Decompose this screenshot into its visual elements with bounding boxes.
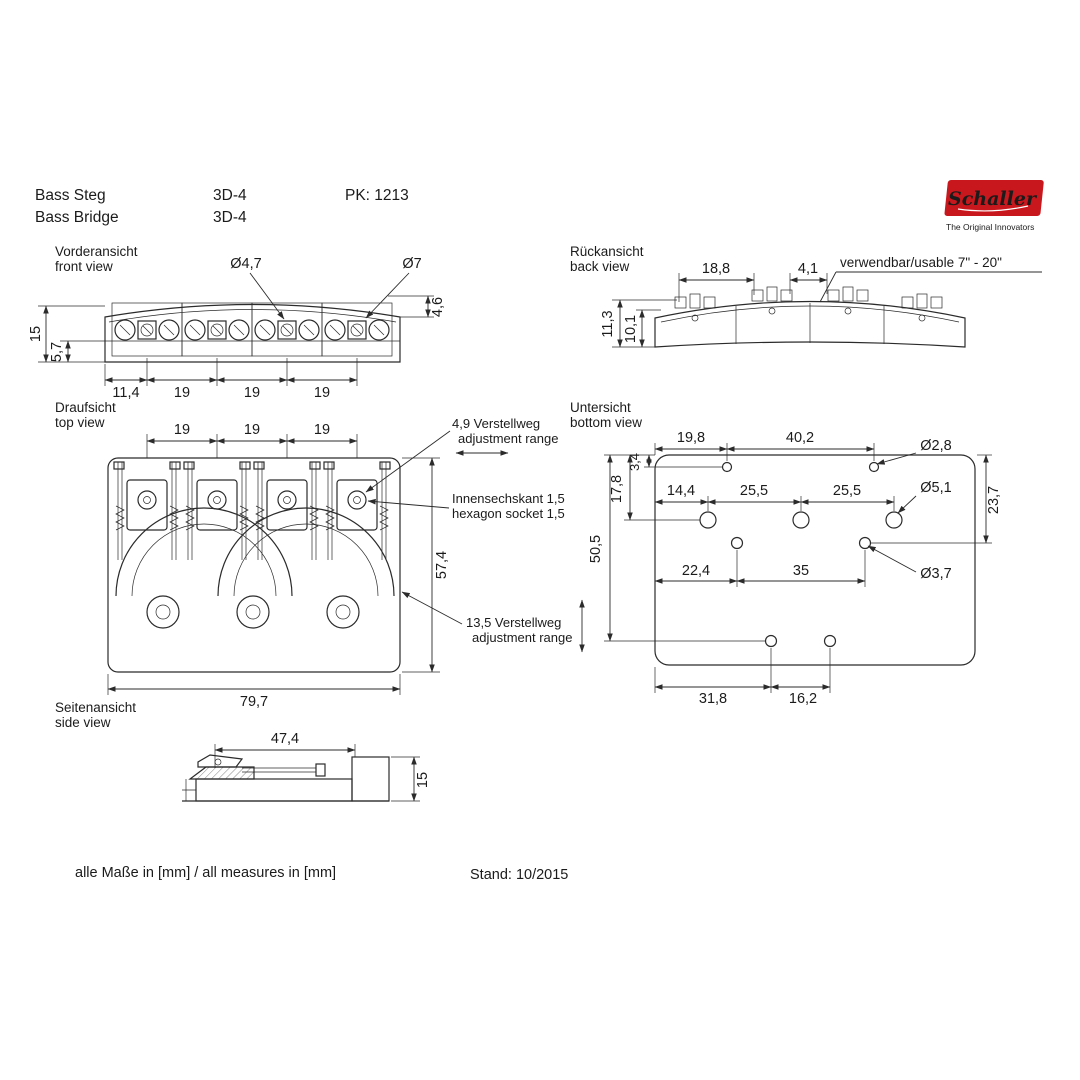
side-view: Seitenansicht side view 47,4 15 — [55, 700, 431, 802]
dim-35-label: 35 — [793, 563, 809, 579]
front-view-label-en: front view — [55, 259, 113, 274]
dim-474-label: 47,4 — [271, 731, 299, 747]
front-view: Vorderansicht front view Ø4,7 Ø7 15 5,7 — [28, 244, 446, 401]
schaller-logo: Schaller The Original Innovators — [944, 180, 1044, 232]
dim-237-label: 23,7 — [986, 486, 1002, 514]
product-name-de: Bass Steg — [35, 187, 106, 204]
dim-797-label: 79,7 — [240, 694, 268, 710]
dim-574-label: 57,4 — [434, 551, 450, 579]
dim-178-label: 17,8 — [609, 475, 625, 503]
bottom-view: Untersicht bottom view 19,8 40,2 Ø2,8 — [570, 400, 1002, 707]
dim-505-label: 50,5 — [588, 535, 604, 563]
front-view-label-de: Vorderansicht — [55, 244, 138, 259]
dim-162-label: 16,2 — [789, 691, 817, 707]
footer-block: alle Maße in [mm] / all measures in [mm]… — [75, 865, 568, 883]
pk-number: PK: 1213 — [345, 187, 409, 204]
bottom-view-dimensions: 19,8 40,2 Ø2,8 14,4 25,5 25,5 Ø5,1 22,4 … — [588, 430, 1002, 707]
dim-114-label: 11,4 — [112, 385, 139, 401]
dim-15-label: 15 — [28, 326, 44, 342]
dim-19-label: 19 — [174, 385, 190, 401]
hex-socket-label-en: hexagon socket 1,5 — [452, 506, 565, 521]
revision-date: Stand: 10/2015 — [470, 867, 568, 883]
back-view-label-en: back view — [570, 259, 630, 274]
dim-144-label: 14,4 — [667, 483, 695, 499]
back-view-drawing — [654, 286, 966, 348]
model-number-de: 3D-4 — [213, 187, 247, 204]
dim-34-label: 3,4 — [627, 453, 642, 471]
back-view-label-de: Rückansicht — [570, 244, 644, 259]
top-view-dimensions: 19 19 19 57,4 79,7 4,9 Verstellweg adjus… — [107, 416, 585, 710]
bottom-view-label-en: bottom view — [570, 415, 642, 430]
dim-198-label: 19,8 — [677, 430, 705, 446]
logo-background — [944, 180, 1044, 216]
bottom-view-drawing — [654, 454, 976, 666]
bottom-view-label-de: Untersicht — [570, 400, 631, 415]
dim-dia7-label: Ø7 — [402, 256, 421, 272]
back-view: Rückansicht back view 18,8 4,1 verwendba… — [570, 244, 1042, 348]
title-block: Bass Steg Bass Bridge 3D-4 3D-4 PK: 1213 — [35, 187, 409, 226]
adjustment-range-h-label-de: 4,9 Verstellweg — [452, 416, 540, 431]
dim-dia51-label: Ø5,1 — [920, 480, 951, 496]
dim-19-label: 19 — [314, 422, 330, 438]
units-note: alle Maße in [mm] / all measures in [mm] — [75, 865, 336, 881]
dim-19-label: 19 — [244, 422, 260, 438]
product-name-en: Bass Bridge — [35, 209, 119, 226]
dim-255-label: 25,5 — [740, 483, 768, 499]
front-view-dimensions: Ø4,7 Ø7 15 5,7 4,6 — [28, 256, 446, 401]
dim-188-label: 18,8 — [702, 261, 730, 277]
dim-255-label: 25,5 — [833, 483, 861, 499]
front-view-drawing — [104, 302, 401, 363]
side-view-label-en: side view — [55, 715, 111, 730]
top-view: Draufsicht top view — [55, 400, 585, 710]
dim-101-label: 10,1 — [623, 315, 639, 343]
logo-tagline: The Original Innovators — [946, 222, 1034, 232]
adjustment-range-v-label-en: adjustment range — [472, 630, 572, 645]
dim-46-label: 4,6 — [430, 297, 446, 317]
dim-dia28-label: Ø2,8 — [920, 438, 951, 454]
dim-224-label: 22,4 — [682, 563, 710, 579]
dim-57-label: 5,7 — [49, 342, 65, 362]
back-view-dimensions: 18,8 4,1 verwendbar/usable 7" - 20" 11,3… — [600, 255, 1042, 348]
top-view-label-de: Draufsicht — [55, 400, 116, 415]
top-view-drawing — [107, 457, 401, 673]
side-view-dimensions: 47,4 15 — [214, 731, 431, 802]
adjustment-range-h-label-en: adjustment range — [458, 431, 558, 446]
logo-swoosh — [957, 205, 1029, 212]
usable-radius-note: verwendbar/usable 7" - 20" — [840, 255, 1002, 270]
logo-brand-text: Schaller — [948, 188, 1038, 210]
dim-318-label: 31,8 — [699, 691, 727, 707]
dim-41-label: 4,1 — [798, 261, 818, 277]
dim-402-label: 40,2 — [786, 430, 814, 446]
top-view-label-en: top view — [55, 415, 105, 430]
dim-19-label: 19 — [174, 422, 190, 438]
dim-dia47-label: Ø4,7 — [230, 256, 261, 272]
dim-113-label: 11,3 — [600, 310, 616, 337]
side-view-label-de: Seitenansicht — [55, 700, 136, 715]
dim-dia37-label: Ø3,7 — [920, 566, 951, 582]
model-number-en: 3D-4 — [213, 209, 247, 226]
adjustment-range-v-label-de: 13,5 Verstellweg — [466, 615, 561, 630]
dim-19-label: 19 — [244, 385, 260, 401]
side-view-drawing — [182, 754, 390, 802]
dim-15-side-label: 15 — [415, 772, 431, 788]
dim-19-label: 19 — [314, 385, 330, 401]
hex-socket-label-de: Innensechskant 1,5 — [452, 491, 565, 506]
